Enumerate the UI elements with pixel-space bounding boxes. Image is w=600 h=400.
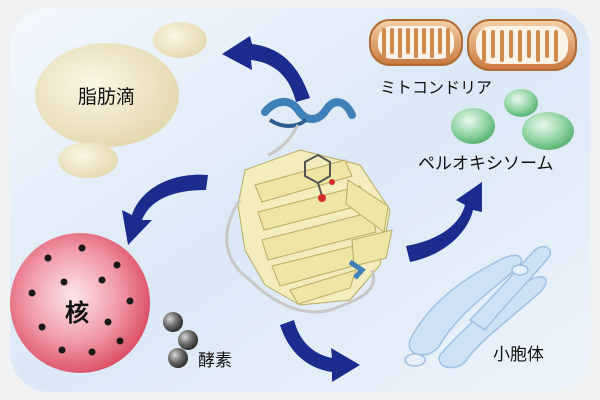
golgi-label: 小胞体 [493, 345, 544, 365]
lipid-droplet-group [35, 22, 207, 178]
lipid-droplet [35, 43, 179, 147]
nucleus-icon [10, 233, 150, 373]
peroxisome-icon [451, 89, 574, 150]
protein-structure-icon [225, 98, 393, 314]
golgi-icon [404, 246, 552, 369]
nucleus-label: 核 [65, 299, 89, 327]
enzyme-label: 酵素 [198, 351, 232, 371]
mitochondria-label: ミトコンドリア [380, 78, 493, 97]
lipid-droplet-label: 脂肪滴 [78, 86, 136, 108]
peroxisome-label: ペルオキシソーム [418, 154, 554, 174]
enzyme-icon [163, 312, 198, 368]
lipid-droplet [153, 22, 207, 58]
arrow-icon [122, 36, 482, 382]
lipid-droplet [58, 142, 118, 178]
mitochondrion-icon [369, 19, 577, 71]
